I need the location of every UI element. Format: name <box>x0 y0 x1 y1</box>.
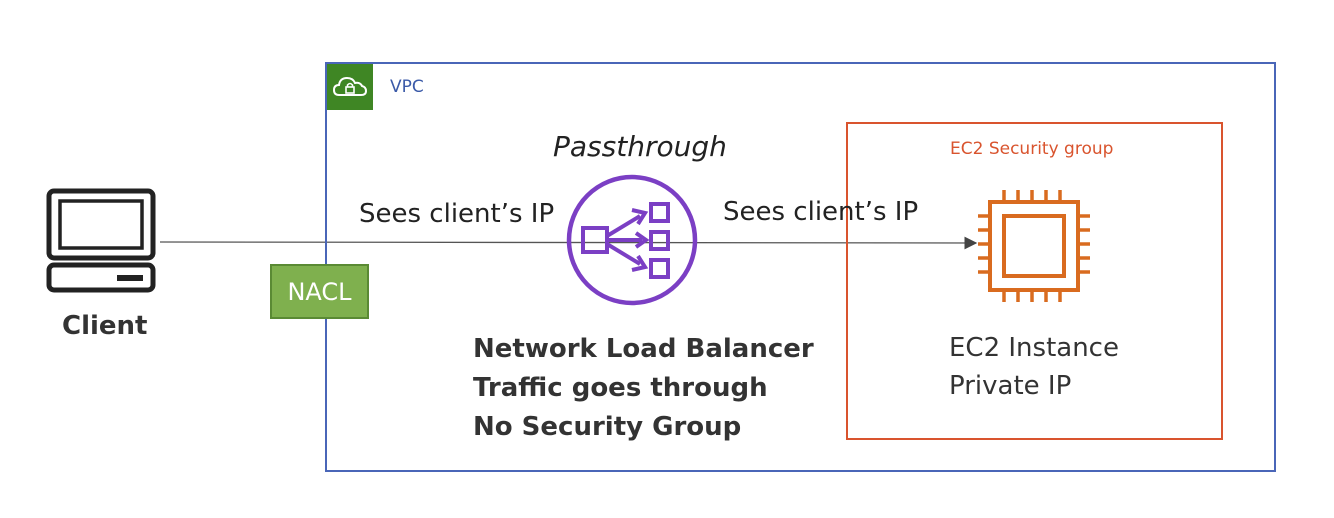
laptop-icon <box>46 188 156 293</box>
nacl-label: NACL <box>287 277 352 306</box>
nlb-line-1: Network Load Balancer <box>473 334 814 364</box>
network-load-balancer-icon <box>566 174 698 306</box>
sees-client-ip-right: Sees client’s IP <box>723 197 919 227</box>
nlb-line-3: No Security Group <box>473 412 742 442</box>
security-group-container <box>846 122 1223 440</box>
vpc-label: VPC <box>390 77 424 97</box>
nlb-description: Network Load Balancer Traffic goes throu… <box>473 330 814 447</box>
ec2-line-1: EC2 Instance <box>949 333 1119 363</box>
ec2-line-2: Private IP <box>949 371 1072 401</box>
security-group-label: EC2 Security group <box>950 139 1114 159</box>
ec2-chip-icon <box>978 190 1090 302</box>
nacl-box: NACL <box>270 264 369 319</box>
passthrough-label: Passthrough <box>553 130 727 163</box>
vpc-badge <box>327 64 373 110</box>
cloud-lock-icon <box>332 76 368 96</box>
sees-client-ip-left: Sees client’s IP <box>359 199 555 229</box>
ec2-description: EC2 Instance Private IP <box>949 329 1119 405</box>
client-label: Client <box>62 311 148 341</box>
nlb-line-2: Traffic goes through <box>473 373 768 403</box>
